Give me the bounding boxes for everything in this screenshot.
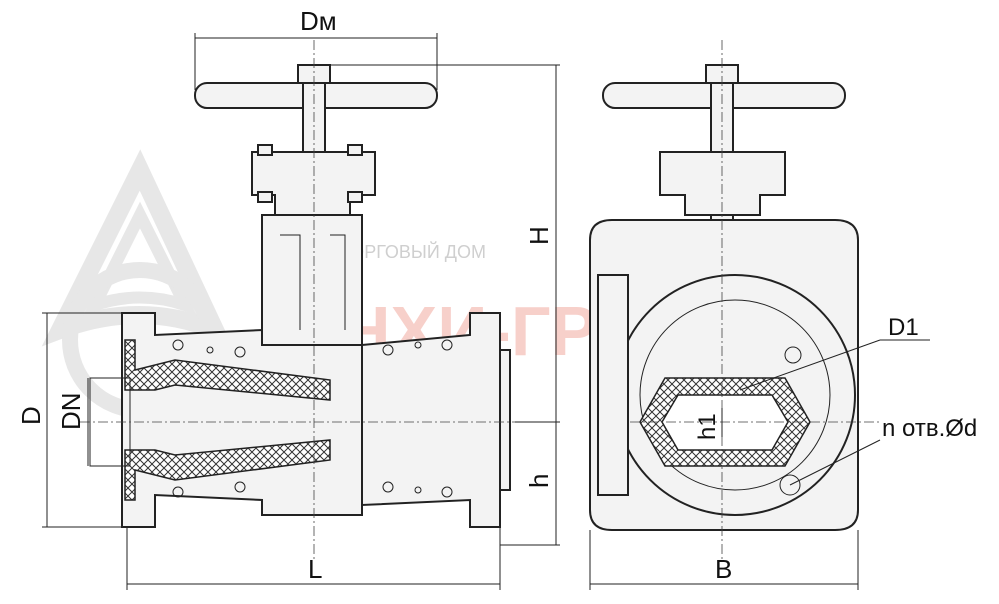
- label-d1: D1: [888, 314, 919, 341]
- lining-bottom-side: [124, 439, 331, 501]
- upper-body-side: [261, 214, 363, 346]
- label-d: D: [16, 406, 46, 425]
- label-h: h: [524, 474, 554, 488]
- label-b: B: [715, 554, 732, 584]
- right-flange-side: [361, 312, 501, 528]
- bonnet-front: [659, 151, 786, 216]
- lining-top-side: [124, 339, 331, 401]
- label-holes: n отв.Ød: [882, 415, 977, 442]
- label-dn: DN: [56, 392, 86, 430]
- side-view: [80, 40, 540, 560]
- label-h1: h1: [694, 413, 721, 440]
- front-view: [589, 40, 880, 560]
- dimensions-side: [42, 33, 560, 590]
- label-l: L: [308, 554, 322, 584]
- body-side: [121, 312, 363, 528]
- dimensions-front: [589, 339, 930, 590]
- label-h-total: H: [524, 226, 554, 245]
- bonnet-side: [251, 151, 376, 216]
- watermark-subtitle: ТОРГОВЫЙ ДОМ: [340, 241, 486, 262]
- label-dm: Dм: [300, 6, 337, 36]
